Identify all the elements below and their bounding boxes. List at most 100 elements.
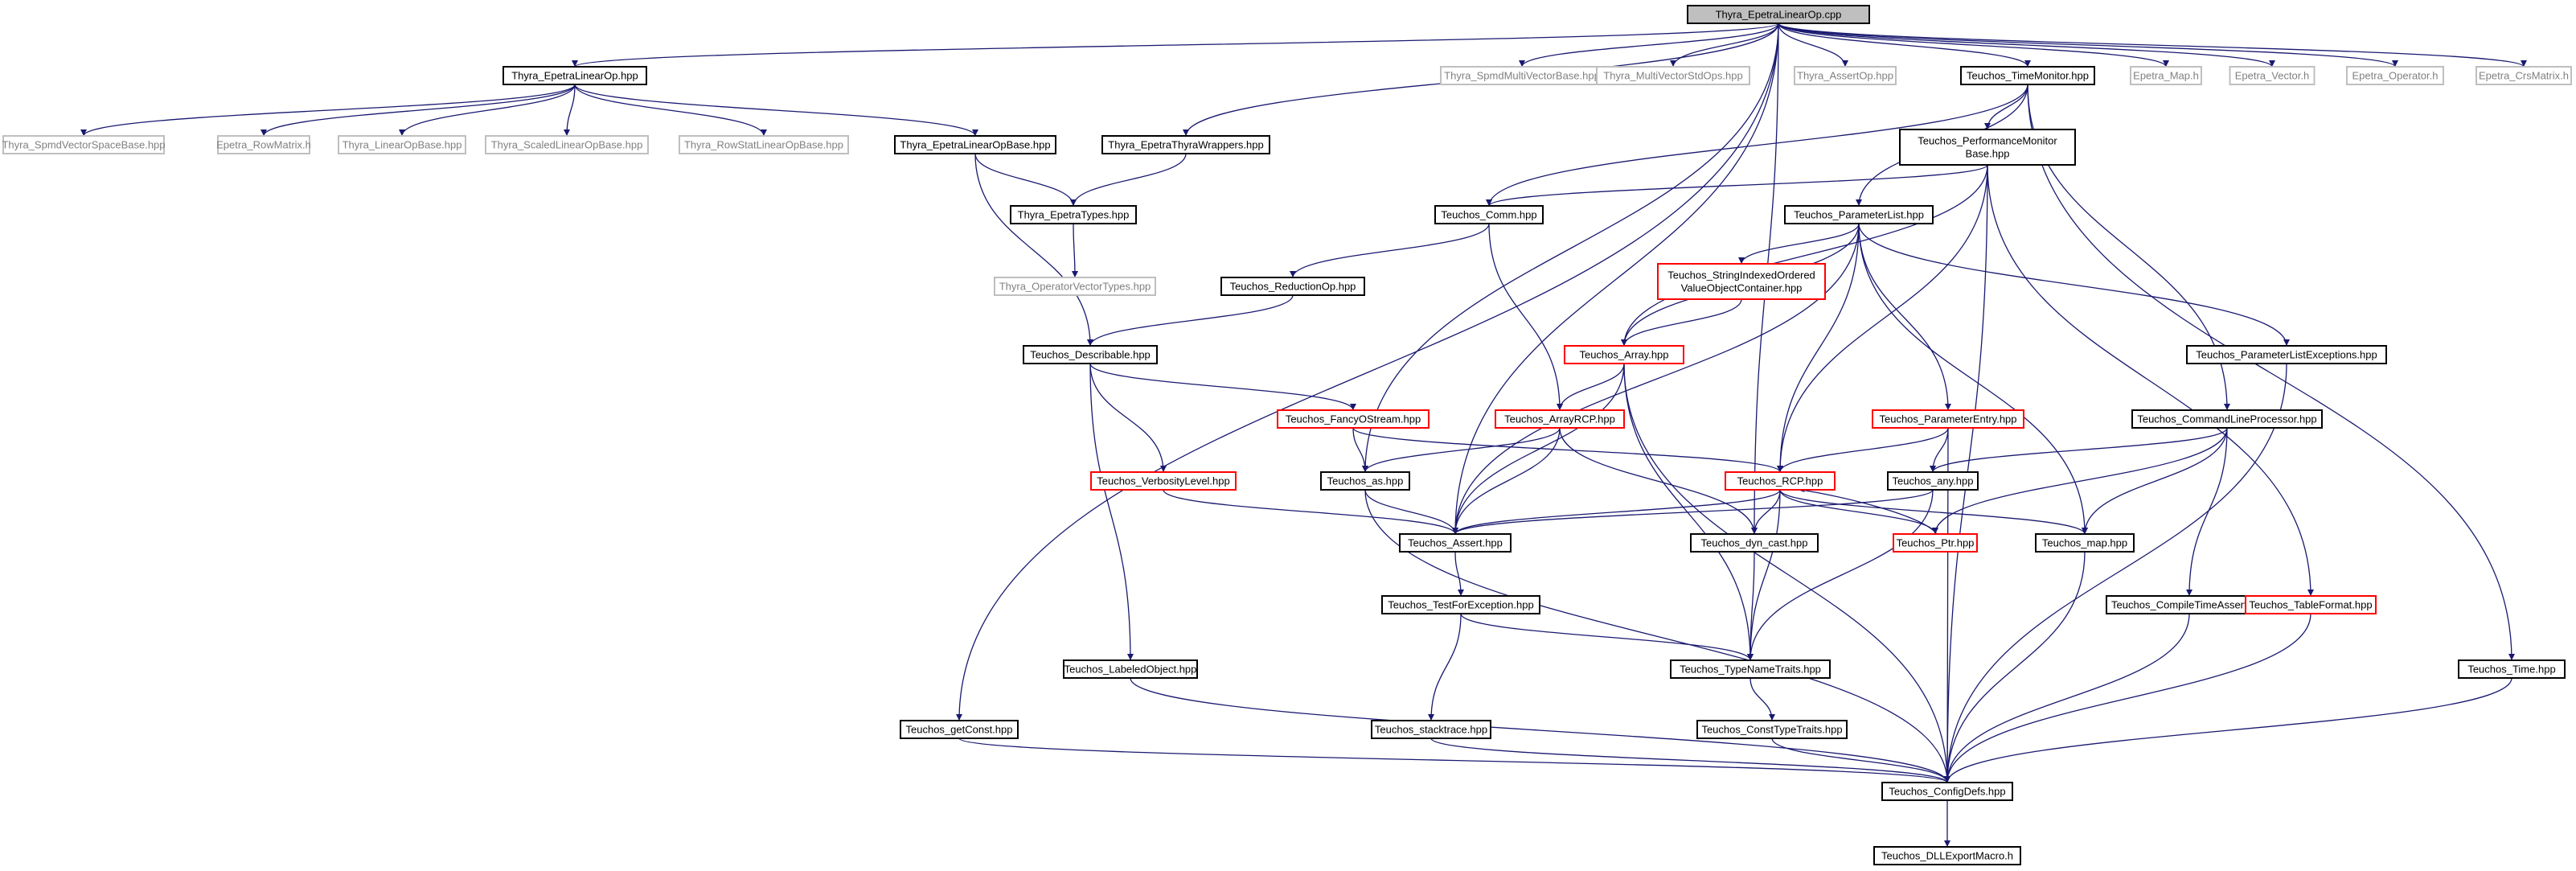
edge-tdc-to-ttnt	[1747, 551, 1755, 661]
edge-tctt-to-tcd	[1771, 737, 1950, 783]
edge-root-to-tsmvb	[1519, 23, 1779, 68]
node-thyra-spmdvectorspacebase-hpp[interactable]: Thyra_SpmdVectorSpaceBase.hpp	[2, 135, 166, 154]
node-teuchos-any-hpp[interactable]: Teuchos_any.hpp	[1887, 471, 1979, 491]
node-label: Teuchos_TestForException.hpp	[1388, 599, 1533, 611]
edge-tarr-to-tarcp	[1557, 363, 1625, 411]
edge-telob-to-tdesc	[974, 153, 1093, 347]
edge-tst-to-tcd	[1430, 737, 1950, 783]
node-teuchos-reductionop-hpp[interactable]: Teuchos_ReductionOp.hpp	[1220, 277, 1365, 296]
node-label: Teuchos_FancyOStream.hpp	[1286, 413, 1421, 425]
node-label: Teuchos_PerformanceMonitor	[1918, 135, 2057, 147]
node-teuchos-ptr-hpp[interactable]: Teuchos_Ptr.hpp	[1893, 533, 1978, 553]
node-epetra-vector-h[interactable]: Epetra_Vector.h	[2229, 66, 2316, 85]
edge-tet-to-tovt	[1071, 223, 1078, 278]
edge-tpl-to-tpe	[1858, 223, 1951, 411]
node-epetra-rowmatrix-h[interactable]: Epetra_RowMatrix.h	[216, 135, 311, 154]
edge-tdesc-to-tfos	[1089, 363, 1356, 411]
node-thyra-linearopbase-hpp[interactable]: Thyra_LinearOpBase.hpp	[338, 135, 466, 154]
node-box	[217, 135, 310, 154]
node-label: Teuchos_map.hpp	[2042, 537, 2127, 549]
node-label: Thyra_LinearOpBase.hpp	[343, 139, 462, 151]
node-teuchos-compiletimeassert-hpp[interactable]: Teuchos_CompileTimeAssert.hpp	[2106, 595, 2273, 614]
node-teuchos-dllexportmacro-h[interactable]: Teuchos_DLLExportMacro.h	[1873, 846, 2021, 865]
edge-root-to-evec	[1778, 23, 2275, 68]
node-teuchos-dyn-cast-hpp[interactable]: Teuchos_dyn_cast.hpp	[1690, 533, 1819, 553]
node-teuchos-labeledobject-hpp[interactable]: Teuchos_LabeledObject.hpp	[1063, 659, 1198, 679]
edge-root-to-tao	[1778, 23, 1848, 68]
node-box	[2131, 409, 2323, 429]
node-teuchos-timemonitor-hpp[interactable]: Teuchos_TimeMonitor.hpp	[1960, 66, 2095, 85]
node-thyra-epetrathyrawrappers-hpp[interactable]: Thyra_EpetraThyraWrappers.hpp	[1101, 135, 1270, 154]
node-teuchos-comm-hpp[interactable]: Teuchos_Comm.hpp	[1434, 205, 1544, 224]
node-epetra-crsmatrix-h[interactable]: Epetra_CrsMatrix.h	[2476, 66, 2572, 85]
node-teuchos-parameterlistexceptions-hpp[interactable]: Teuchos_ParameterListExceptions.hpp	[2186, 345, 2387, 364]
node-label: Teuchos_ConfigDefs.hpp	[1889, 786, 2005, 798]
node-teuchos-map-hpp[interactable]: Teuchos_map.hpp	[2035, 533, 2135, 553]
edge-ttfe-to-ttnt	[1460, 613, 1754, 661]
node-label: Teuchos_ParameterEntry.hpp	[1879, 413, 2016, 425]
node-teuchos-testforexception-hpp[interactable]: Teuchos_TestForException.hpp	[1381, 595, 1540, 614]
node-thyra-multivectorstdops-hpp[interactable]: Thyra_MultiVectorStdOps.hpp	[1596, 66, 1750, 85]
edge-tpl-to-tsiovoc	[1738, 223, 1860, 265]
node-thyra-epetralinearop-hpp[interactable]: Thyra_EpetraLinearOp.hpp	[502, 66, 647, 85]
node-box	[1399, 533, 1512, 553]
edge-tarcp-to-tas	[1362, 427, 1561, 473]
node-teuchos-array-hpp[interactable]: Teuchos_Array.hpp	[1564, 345, 1684, 364]
node-label: Teuchos_TypeNameTraits.hpp	[1680, 664, 1821, 676]
node-thyra-rowstatlinearopbase-hpp[interactable]: Thyra_RowStatLinearOpBase.hpp	[679, 135, 849, 154]
node-box	[1670, 659, 1831, 679]
edge-tcomm-to-tarcp	[1488, 223, 1563, 411]
edge-root-to-eop	[1778, 23, 2398, 68]
node-teuchos-parameterlist-hpp[interactable]: Teuchos_ParameterList.hpp	[1784, 205, 1934, 224]
node-label: Thyra_EpetraLinearOpBase.hpp	[900, 139, 1050, 151]
node-label: Teuchos_Comm.hpp	[1441, 209, 1536, 221]
node-teuchos-arrayrcp-hpp[interactable]: Teuchos_ArrayRCP.hpp	[1495, 409, 1625, 429]
node-box	[2130, 66, 2202, 85]
node-teuchos-as-hpp[interactable]: Teuchos_as.hpp	[1320, 471, 1410, 491]
edge-tdesc-to-tlo	[1089, 363, 1134, 661]
node-label: Thyra_OperatorVectorTypes.hpp	[999, 281, 1151, 293]
node-teuchos-rcp-hpp[interactable]: Teuchos_RCP.hpp	[1725, 471, 1836, 491]
node-teuchos-time-hpp[interactable]: Teuchos_Time.hpp	[2458, 659, 2566, 679]
node-label: Teuchos_LabeledObject.hpp	[1064, 664, 1197, 676]
node-epetra-map-h[interactable]: Epetra_Map.h	[2130, 66, 2202, 85]
node-teuchos-consttypetraits-hpp[interactable]: Teuchos_ConstTypeTraits.hpp	[1696, 720, 1848, 739]
node-box	[1220, 277, 1365, 296]
node-teuchos-typenametraits-hpp[interactable]: Teuchos_TypeNameTraits.hpp	[1670, 659, 1831, 679]
node-label: Thyra_MultiVectorStdOps.hpp	[1603, 70, 1742, 82]
node-epetra-operator-h[interactable]: Epetra_Operator.h	[2346, 66, 2444, 85]
node-label: Teuchos_dyn_cast.hpp	[1701, 537, 1808, 549]
node-teuchos-assert-hpp[interactable]: Teuchos_Assert.hpp	[1399, 533, 1512, 553]
node-label: Epetra_Map.h	[2133, 70, 2199, 82]
node-teuchos-commandlineprocessor-hpp[interactable]: Teuchos_CommandLineProcessor.hpp	[2131, 409, 2323, 429]
node-teuchos-verbositylevel-hpp[interactable]: Teuchos_VerbosityLevel.hpp	[1090, 471, 1237, 491]
node-label: Teuchos_Array.hpp	[1579, 349, 1668, 361]
node-box	[1320, 471, 1410, 491]
edge-tgc-to-tcd	[958, 737, 1950, 783]
node-label: Teuchos_stacktrace.hpp	[1375, 724, 1487, 736]
node-thyra-scaledlinearopbase-hpp[interactable]: Thyra_ScaledLinearOpBase.hpp	[485, 135, 649, 154]
node-teuchos-parameterentry-hpp[interactable]: Teuchos_ParameterEntry.hpp	[1872, 409, 2024, 429]
edge-tpl-to-trcp	[1777, 223, 1860, 473]
node-thyra-epetratypes-hpp[interactable]: Thyra_EpetraTypes.hpp	[1010, 205, 1137, 224]
node-label: Teuchos_ConstTypeTraits.hpp	[1701, 724, 1842, 736]
node-teuchos-fancyostream-hpp[interactable]: Teuchos_FancyOStream.hpp	[1277, 409, 1430, 429]
node-thyra-assertop-hpp[interactable]: Thyra_AssertOp.hpp	[1794, 66, 1897, 85]
node-thyra-epetralinearop-cpp[interactable]: Thyra_EpetraLinearOp.cpp	[1687, 5, 1870, 24]
node-thyra-spmdmultivectorbase-hpp[interactable]: Thyra_SpmdMultiVectorBase.hpp	[1440, 66, 1604, 85]
edge-tdesc-to-tvl	[1089, 363, 1167, 473]
node-thyra-operatorvectortypes-hpp[interactable]: Thyra_OperatorVectorTypes.hpp	[994, 277, 1156, 296]
edge-tany-to-tassert	[1452, 489, 1934, 535]
node-label: Teuchos_getConst.hpp	[906, 724, 1013, 736]
node-teuchos-tableformat-hpp[interactable]: Teuchos_TableFormat.hpp	[2245, 595, 2377, 614]
node-box	[2458, 659, 2566, 679]
node-thyra-epetralinearopbase-hpp[interactable]: Thyra_EpetraLinearOpBase.hpp	[894, 135, 1056, 154]
node-label: Thyra_EpetraTypes.hpp	[1018, 209, 1130, 221]
edge-tcta-to-tcd	[1944, 613, 2190, 783]
node-teuchos-describable-hpp[interactable]: Teuchos_Describable.hpp	[1023, 345, 1158, 364]
node-teuchos-stringindexedordered-valueobjectcontainer-hpp[interactable]: Teuchos_StringIndexedOrderedValueObjectC…	[1657, 263, 1826, 300]
node-teuchos-configdefs-hpp[interactable]: Teuchos_ConfigDefs.hpp	[1881, 782, 2013, 801]
node-teuchos-getconst-hpp[interactable]: Teuchos_getConst.hpp	[900, 720, 1019, 739]
node-teuchos-stacktrace-hpp[interactable]: Teuchos_stacktrace.hpp	[1371, 720, 1491, 739]
